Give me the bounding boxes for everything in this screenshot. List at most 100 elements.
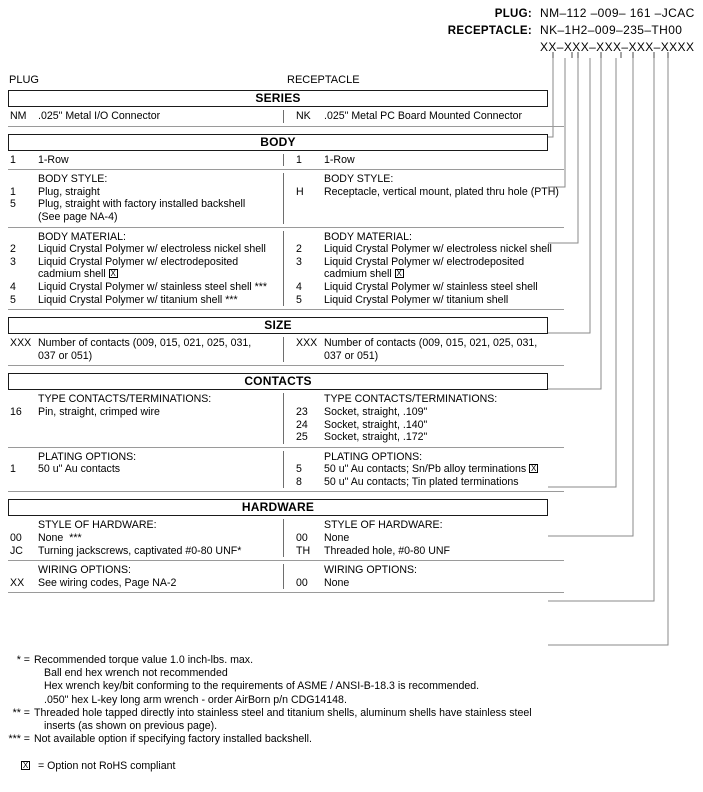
- option-description: Turning jackscrews, captivated #0-80 UNF…: [38, 545, 283, 558]
- column-caption-plug: PLUG: [9, 74, 39, 86]
- option-description: .025" Metal I/O Connector: [38, 110, 283, 123]
- option-description: 1-Row: [38, 154, 283, 167]
- option-description: None: [324, 577, 564, 590]
- option-description-line: 50 u" Au contacts: [38, 463, 121, 476]
- option-column-recept: NK.025" Metal PC Board Mounted Connector: [283, 110, 564, 123]
- section-title: SERIES: [8, 90, 548, 107]
- option-description: Liquid Crystal Polymer w/ electrodeposit…: [38, 256, 283, 281]
- option-code: 23: [296, 405, 308, 418]
- option-description-line: 037 or 051): [38, 350, 283, 363]
- column-captions: PLUG RECEPTACLE: [0, 74, 703, 88]
- option-description-line: Receptacle, vertical mount, plated thru …: [324, 185, 559, 198]
- option-description-line: None: [324, 576, 350, 589]
- option-description-line: Socket, straight, .109": [324, 405, 428, 418]
- section-spacer: [0, 593, 703, 600]
- option-code: 3: [296, 255, 302, 268]
- option-row: XX See wiring codes, Page NA-2: [8, 577, 283, 590]
- rohs-legend: X= Option not RoHS compliant: [8, 760, 648, 773]
- part-number-receptacle-value: NK–1H2–009–235–TH00: [540, 23, 683, 37]
- footnote: *** =Not available option if specifying …: [8, 733, 648, 746]
- option-description: 1-Row: [324, 154, 564, 167]
- option-code: 4: [296, 280, 302, 293]
- section-title: CONTACTS: [8, 373, 548, 391]
- option-code: NM: [10, 110, 27, 122]
- rohs-legend-marker: X: [8, 760, 34, 773]
- option-code: XX: [10, 576, 25, 589]
- option-group-heading: STYLE OF HARDWARE:: [324, 519, 443, 532]
- option-code: XXX: [296, 337, 318, 350]
- column-caption-receptacle: RECEPTACLE: [287, 74, 360, 86]
- option-description-line: 1-Row: [38, 153, 69, 166]
- section-spacer: [0, 310, 703, 317]
- option-description: Liquid Crystal Polymer w/ electrodeposit…: [324, 256, 564, 281]
- option-description-continuation: 037 or 051): [324, 349, 379, 362]
- option-code: 00: [10, 532, 22, 545]
- option-description-line: Liquid Crystal Polymer w/ electroless ni…: [38, 243, 266, 256]
- option-row: 4 Liquid Crystal Polymer w/ stainless ste…: [294, 281, 564, 294]
- option-description: 50 u" Au contacts: [38, 463, 283, 476]
- option-row: 3 Liquid Crystal Polymer w/ electrodeposi…: [8, 256, 283, 281]
- option-description-line: Liquid Crystal Polymer w/ stainless stee…: [324, 280, 538, 293]
- option-code: 24: [296, 418, 308, 431]
- option-group-heading: BODY STYLE:: [38, 173, 108, 186]
- part-number-mask-row: XX–XXX–XXX–XXX–XXXX: [0, 40, 703, 57]
- option-description-continuation: 037 or 051): [38, 349, 93, 362]
- footnote-line: .050" hex L-key long arm wrench - order …: [44, 693, 347, 706]
- option-row: NM .025" Metal I/O Connector: [8, 110, 283, 123]
- option-description-line: Liquid Crystal Polymer w/ titanium shell: [324, 293, 509, 306]
- option-group-heading: BODY STYLE:: [324, 173, 394, 186]
- option-description-line: Number of contacts (009, 015, 021, 025, …: [324, 337, 538, 350]
- option-code: 16: [10, 405, 22, 418]
- option-description-line: 1-Row: [324, 153, 355, 166]
- option-description: Liquid Crystal Polymer w/ stainless stee…: [38, 281, 283, 294]
- option-code: TH: [296, 544, 311, 557]
- option-description: None: [324, 532, 564, 545]
- option-description-line: None: [324, 532, 350, 545]
- section-spacer: [0, 127, 703, 134]
- option-description: Pin, straight, crimped wire: [38, 406, 283, 419]
- option-description-line: 50 u" Au contacts; Tin plated terminatio…: [324, 475, 519, 488]
- option-row: XXX Number of contacts (009, 015, 021, 02…: [294, 337, 564, 362]
- option-code: 5: [10, 198, 16, 211]
- option-description-line: Liquid Crystal Polymer w/ electrodeposit…: [38, 255, 239, 268]
- option-description: Socket, straight, .140": [324, 419, 564, 432]
- part-number-plug-value: NM–112 –009– 161 –JCAC: [540, 6, 695, 20]
- option-group-heading: BODY MATERIAL:: [324, 230, 412, 243]
- section-spacer: [0, 492, 703, 499]
- option-description-line: None ***: [38, 532, 82, 545]
- rohs-noncompliant-icon: X: [21, 761, 30, 771]
- option-group-heading: WIRING OPTIONS:: [324, 564, 417, 577]
- option-code: 5: [296, 463, 302, 476]
- option-description: See wiring codes, Page NA-2: [38, 577, 283, 590]
- option-description: Socket, straight, .109": [324, 406, 564, 419]
- option-row: 00 None ***: [8, 532, 283, 545]
- section-title: SIZE: [8, 317, 548, 335]
- option-code: 3: [10, 255, 16, 268]
- option-code: 8: [296, 475, 302, 488]
- option-description-line: Plug, straight: [38, 185, 100, 198]
- section-contacts: CONTACTS TYPE CONTACTS/TERMINATIONS: 16 Pin…: [0, 373, 703, 493]
- rohs-noncompliant-icon: X: [529, 464, 539, 474]
- option-code: XXX: [10, 337, 32, 350]
- option-code: 5: [10, 293, 16, 306]
- option-group-heading: TYPE CONTACTS/TERMINATIONS:: [38, 393, 212, 406]
- option-code: 00: [296, 532, 308, 545]
